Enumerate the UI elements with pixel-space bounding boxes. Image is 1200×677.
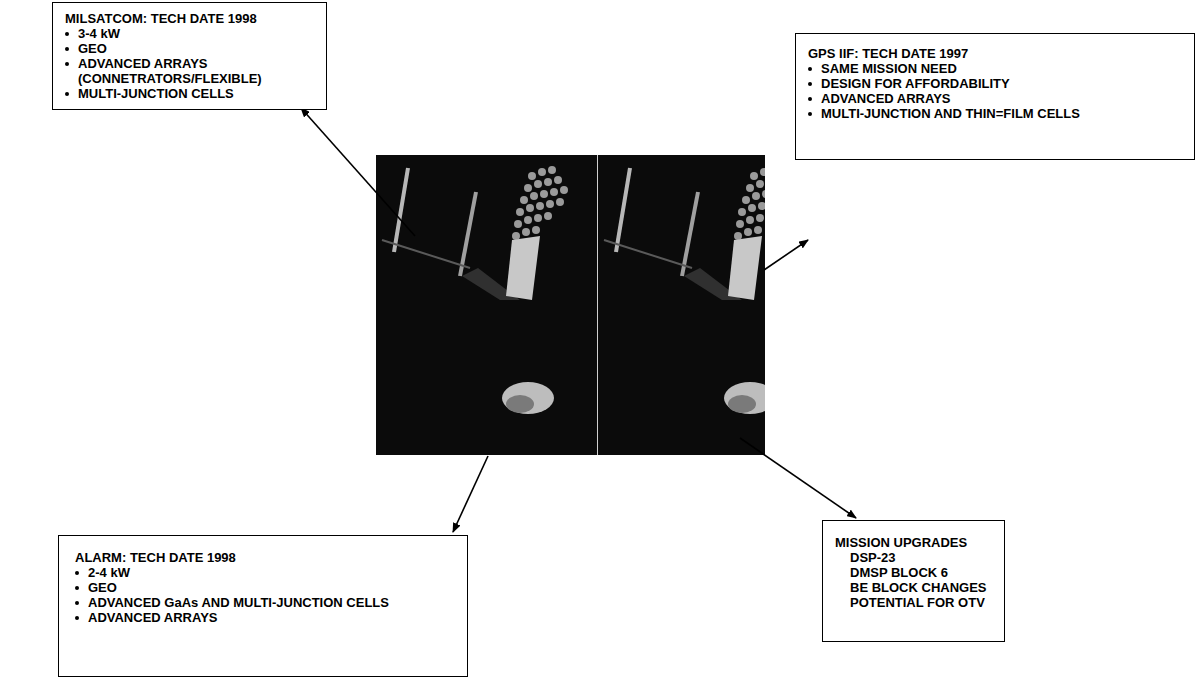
list-text: ADVANCED ARRAYS [821,91,951,106]
photo-divider [597,155,598,455]
list-item: MULTI-JUNCTION AND THIN=FILM CELLS [808,106,1182,121]
bullet-dot [75,571,79,575]
list-item: ADVANCED ARRAYS [75,610,451,625]
satellite-photo [376,155,765,455]
box-heading: MILSATCOM: TECH DATE 1998 [65,11,314,26]
text-box: GPS IIF: TECH DATE 1997SAME MISSION NEED… [795,33,1195,160]
list-item: 3-4 kW [65,26,314,41]
text-box: MILSATCOM: TECH DATE 19983-4 kWGEOADVANC… [52,2,327,110]
list-text: MULTI-JUNCTION AND THIN=FILM CELLS [821,106,1080,121]
list-text: DMSP BLOCK 6 [850,565,948,580]
list-item: ADVANCED GaAs AND MULTI-JUNCTION CELLS [75,595,451,610]
arrow [764,240,808,270]
bullet-dot [808,97,812,101]
list-item: ADVANCED ARRAYS (CONNETRATORS/FLEXIBLE) [65,56,314,86]
list-item: DSP-23 [835,550,992,565]
list-item: POTENTIAL FOR OTV [835,595,992,610]
arrow [301,108,415,236]
list-text: DSP-23 [850,550,896,565]
list-text: SAME MISSION NEED [821,61,957,76]
bullet-dot [75,601,79,605]
list-item: BE BLOCK CHANGES [835,580,992,595]
list-item: GEO [65,41,314,56]
bullet-dot [65,32,69,36]
list-text: BE BLOCK CHANGES [850,580,987,595]
bullet-dot [65,47,69,51]
bullet-dot [65,92,69,96]
bullet-dot [808,82,812,86]
bullet-dot [65,62,69,66]
bullet-dot [75,616,79,620]
bullet-dot [808,67,812,71]
list-text: DESIGN FOR AFFORDABILITY [821,76,1010,91]
list-text: ADVANCED ARRAYS [88,610,218,625]
arrow [453,456,488,532]
text-box: ALARM: TECH DATE 19982-4 kWGEOADVANCED G… [58,535,468,677]
list-text: GEO [78,41,107,56]
list-text: POTENTIAL FOR OTV [850,595,985,610]
text-box: MISSION UPGRADESDSP-23DMSP BLOCK 6BE BLO… [822,520,1005,642]
list-text: 3-4 kW [78,26,120,41]
list-text: GEO [88,580,117,595]
bullet-dot [75,586,79,590]
satellite-left-view [382,166,568,414]
list-item: SAME MISSION NEED [808,61,1182,76]
list-text: ADVANCED GaAs AND MULTI-JUNCTION CELLS [88,595,389,610]
list-item: DMSP BLOCK 6 [835,565,992,580]
box-heading: GPS IIF: TECH DATE 1997 [808,46,1182,61]
list-text: ADVANCED ARRAYS (CONNETRATORS/FLEXIBLE) [78,56,314,86]
arrow [740,438,856,518]
list-item: 2-4 kW [75,565,451,580]
list-text: MULTI-JUNCTION CELLS [78,86,234,101]
box-heading: MISSION UPGRADES [835,535,992,550]
list-item: ADVANCED ARRAYS [808,91,1182,106]
list-item: DESIGN FOR AFFORDABILITY [808,76,1182,91]
list-item: MULTI-JUNCTION CELLS [65,86,314,101]
list-item: GEO [75,580,451,595]
box-heading: ALARM: TECH DATE 1998 [75,550,451,565]
satellite-right-view [604,166,765,414]
list-text: 2-4 kW [88,565,130,580]
bullet-dot [808,112,812,116]
